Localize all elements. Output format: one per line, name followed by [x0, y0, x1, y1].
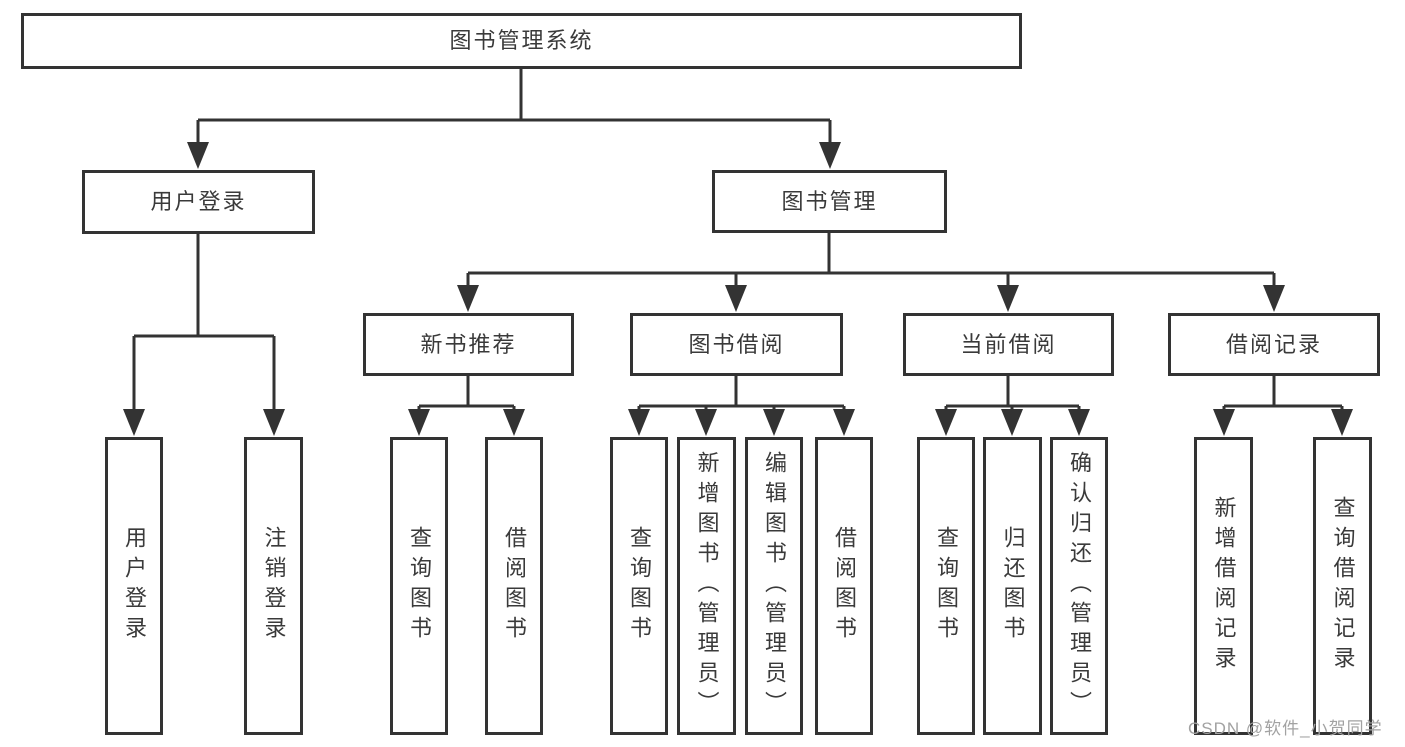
csdn-watermark: CSDN @软件_小贺同学	[1188, 719, 1383, 738]
node-book-management: 图书管理	[712, 170, 947, 233]
leaf-query-books-borrowing: 查询图书	[610, 437, 668, 735]
leaf-logout-login: 注销登录	[244, 437, 303, 735]
leaf-edit-books-admin: 编辑图书（管理员）	[745, 437, 803, 735]
node-borrowing-records: 借阅记录	[1168, 313, 1380, 376]
node-library-management-system: 图书管理系统	[21, 13, 1022, 69]
leaf-query-borrowing-record: 查询借阅记录	[1313, 437, 1372, 735]
node-user-login: 用户登录	[82, 170, 315, 234]
node-current-borrowing: 当前借阅	[903, 313, 1114, 376]
leaf-borrow-books-borrowing: 借阅图书	[815, 437, 873, 735]
leaf-borrow-books-recommend: 借阅图书	[485, 437, 543, 735]
leaf-add-books-admin: 新增图书（管理员）	[677, 437, 736, 735]
leaf-add-borrowing-record: 新增借阅记录	[1194, 437, 1253, 735]
leaf-query-books-recommend: 查询图书	[390, 437, 448, 735]
leaf-return-books: 归还图书	[983, 437, 1042, 735]
leaf-query-books-current: 查询图书	[917, 437, 975, 735]
leaf-user-login: 用户登录	[105, 437, 163, 735]
node-book-borrowing: 图书借阅	[630, 313, 843, 376]
leaf-confirm-return-admin: 确认归还（管理员）	[1050, 437, 1108, 735]
node-new-book-recommendation: 新书推荐	[363, 313, 574, 376]
